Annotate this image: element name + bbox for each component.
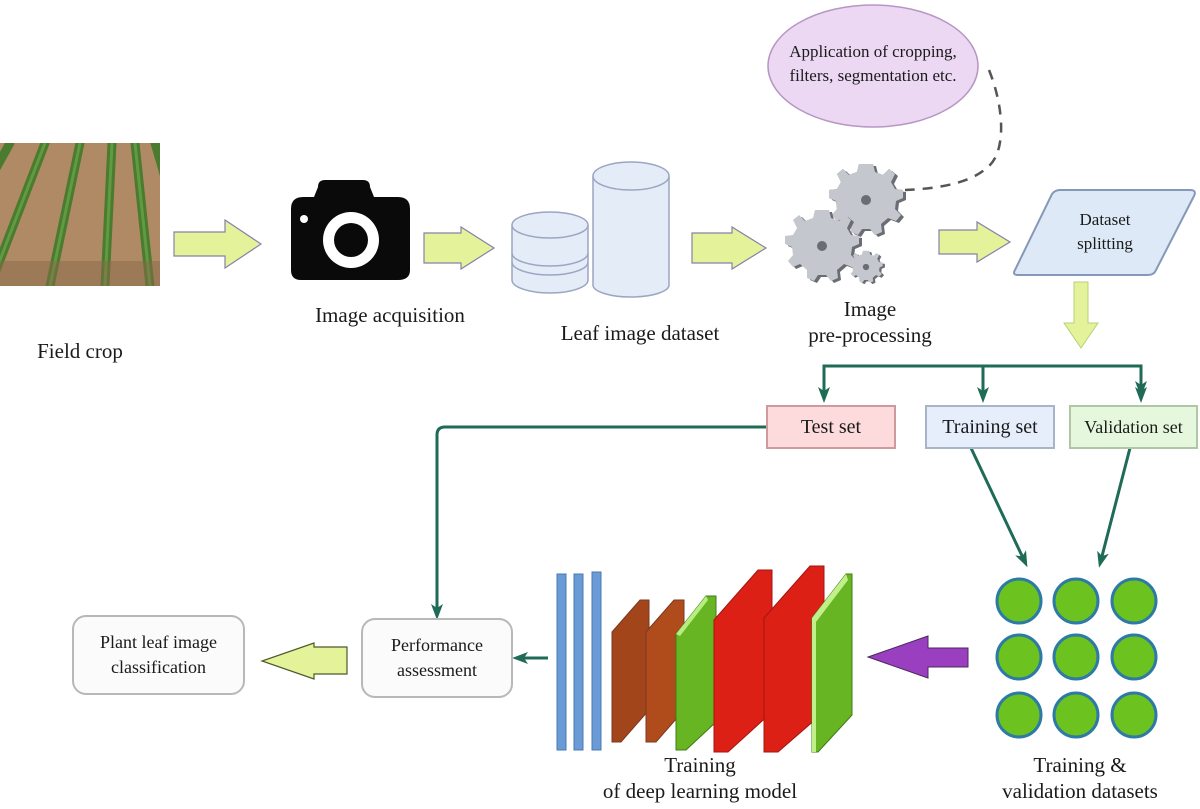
dataset-splitting-label: Dataset splitting [1045,208,1165,256]
note-line2: filters, segmentation etc. [789,66,957,85]
classification-box: Plant leaf image classification [72,615,245,695]
gears-icon [785,164,906,285]
tv-datasets-label: Training & validation datasets [990,752,1170,804]
tv-datasets-line2: validation datasets [1002,779,1158,803]
camera-icon [291,180,410,280]
preprocessing-note-bubble [767,4,979,128]
dataset-circle [995,577,1043,625]
dataset-circle [1110,577,1158,625]
neural-network-layers-icon [556,565,853,753]
tv-datasets-line1: Training & [1033,753,1127,777]
dl-training-line1: Training [664,753,736,777]
dataset-circle [1110,633,1158,681]
flow-arrow-splitting-down [1063,281,1099,349]
test-to-performance-connector [431,425,766,620]
dashed-connector [904,69,1003,192]
dl-training-line2: of deep learning model [602,779,798,803]
image-acquisition-label: Image acquisition [315,303,465,327]
split-connectors [818,364,1147,403]
dataset-circle [995,633,1043,681]
classification-line1: Plant leaf image [100,632,217,652]
classification-line2: classification [111,657,206,677]
validation-set-box: Validation set [1069,405,1198,449]
splitting-line2: splitting [1077,234,1133,253]
field-crop-photo [0,143,160,286]
note-line1: Application of cropping, [789,42,957,61]
dataset-splitting-shape [1013,189,1196,276]
dataset-circle [1052,577,1100,625]
test-set-box: Test set [766,405,896,449]
field-crop-label: Field crop [37,339,123,363]
flow-arrow-camera-to-db [423,225,496,271]
leaf-dataset-label: Leaf image dataset [560,321,720,345]
dl-training-label: Training of deep learning model [580,752,820,804]
flow-arrow-gears-to-splitting [938,220,1012,264]
flow-arrow-field-to-camera [173,218,263,270]
dataset-circle [1052,633,1100,681]
preprocessing-label-line2: pre-processing [808,323,932,347]
splitting-line1: Dataset [1079,210,1131,229]
validation-to-datasets-connector [1097,447,1132,568]
training-set-box: Training set [925,405,1055,449]
preprocessing-note-text: Application of cropping, filters, segmen… [770,40,976,88]
dataset-circle [995,691,1043,739]
dataset-circles-icon [995,577,1158,739]
purple-arrow [866,635,969,679]
database-icon [511,161,670,298]
flow-arrow-performance-to-classification [260,642,348,680]
performance-line1: Performance [391,635,483,655]
training-to-datasets-connector [969,447,1028,568]
flow-arrow-db-to-gears [691,225,768,271]
preprocessing-label-line1: Image [843,297,897,321]
performance-line2: assessment [396,660,477,680]
dataset-circle [1052,691,1100,739]
preprocessing-label: Image pre-processing [785,296,955,348]
performance-box: Performance assessment [361,618,513,698]
dataset-circle [1110,691,1158,739]
